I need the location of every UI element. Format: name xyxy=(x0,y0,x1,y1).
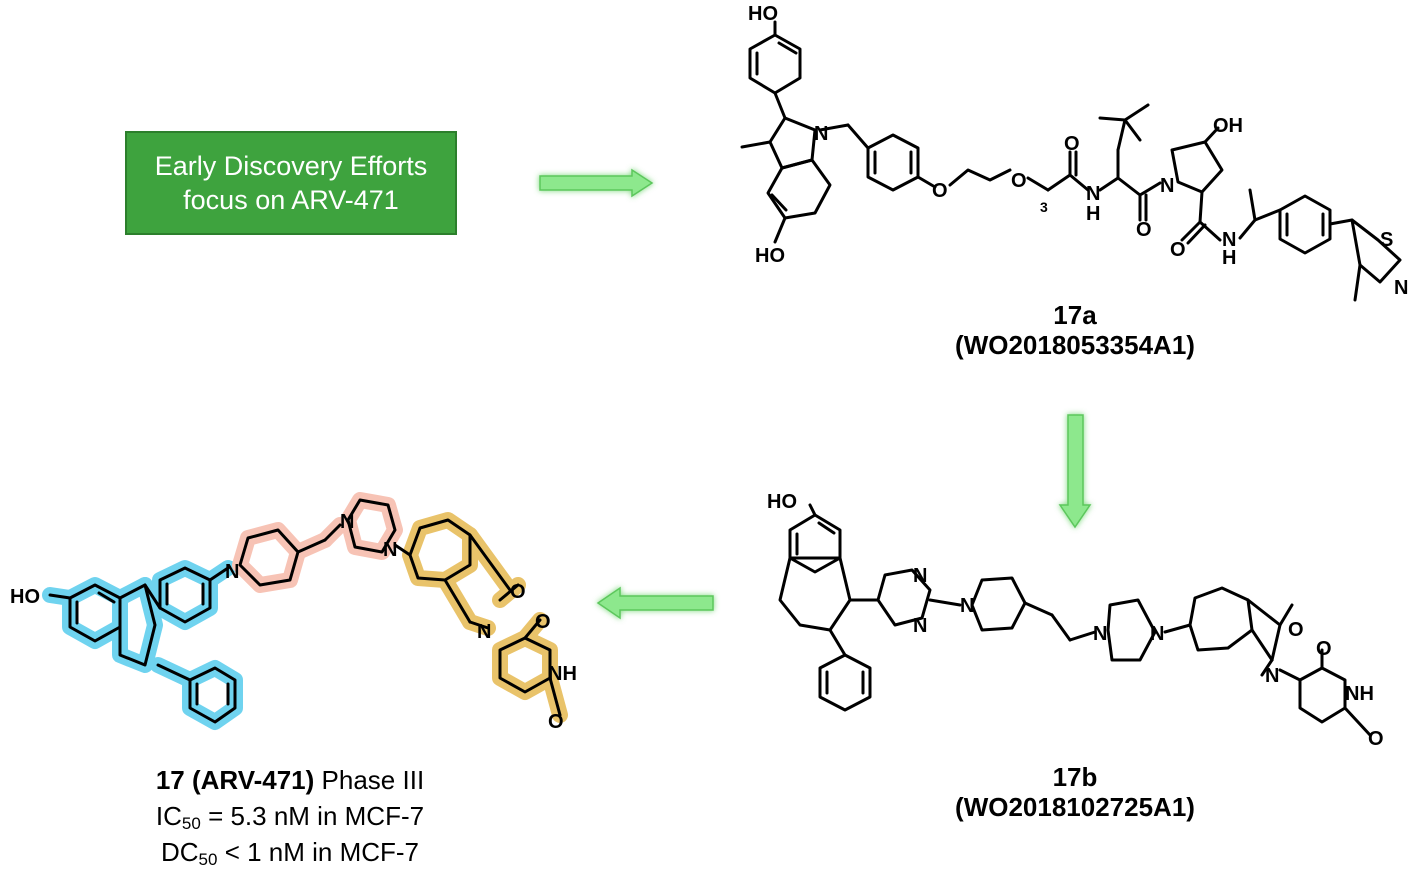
atom-nh-glut-17: NH xyxy=(548,663,577,685)
label-17b-name: 17b xyxy=(1052,762,1098,792)
box-line-1: Early Discovery Efforts xyxy=(154,151,428,181)
dc50-prefix: DC xyxy=(160,837,199,867)
dc50-sub: 50 xyxy=(198,850,218,869)
box-line-2: focus on ARV-471 xyxy=(183,185,399,215)
atom-o-peg: O xyxy=(1011,170,1027,192)
label-17-ic50: IC50 = 5.3 nM in MCF-7 xyxy=(90,798,490,834)
atom-n-piperazine-1: N xyxy=(1093,623,1107,645)
atom-ho-17a-bottom: HO xyxy=(755,245,785,267)
label-17b-patent: (WO2018102725A1) xyxy=(955,792,1195,822)
atom-o-glut-1: O xyxy=(1316,638,1332,660)
atom-o-isoindolinone-17: O xyxy=(510,581,526,603)
atom-h-amide3: H xyxy=(1222,247,1236,269)
atom-oh-pyrrolidine: OH xyxy=(1213,115,1243,137)
atom-n-indole: N xyxy=(814,123,828,145)
atom-n-thiazole: N xyxy=(1394,277,1408,299)
arrow-right xyxy=(539,168,654,198)
label-17b: 17b (WO2018102725A1) xyxy=(920,762,1230,822)
atom-n-piperidine-17: N xyxy=(225,561,239,583)
label-17a-name: 17a xyxy=(1053,300,1097,330)
label-17a-patent: (WO2018053354A1) xyxy=(955,330,1195,360)
atom-n-piperidine: N xyxy=(960,595,974,617)
atom-nh-glut: NH xyxy=(1345,683,1374,705)
label-17-title-line: 17 (ARV-471) Phase III xyxy=(90,762,490,798)
atom-n-pyrrolidine: N xyxy=(1160,175,1174,197)
atom-o-glut-17-1: O xyxy=(535,611,551,633)
label-17a: 17a (WO2018053354A1) xyxy=(920,300,1230,360)
dc50-value: < 1 nM in MCF-7 xyxy=(224,837,420,867)
atom-o-amide1: O xyxy=(1064,133,1080,155)
arrow-left xyxy=(596,586,714,620)
atom-o-amide2: O xyxy=(1136,219,1152,241)
atom-o-ether: O xyxy=(932,180,948,202)
structure-17b xyxy=(778,503,1372,737)
atoms-17: HO N N N O N O NH O xyxy=(10,511,577,733)
atom-o-glut-17-2: O xyxy=(548,711,564,733)
structure-17a xyxy=(740,20,1402,302)
highlights-17 xyxy=(42,492,568,730)
atom-o-amide3: O xyxy=(1170,239,1186,261)
atom-n-isoindolinone: N xyxy=(1265,665,1279,687)
ic50-sub: 50 xyxy=(181,814,201,833)
atom-ho-17a-top: HO xyxy=(748,3,778,25)
structure-17 xyxy=(48,498,562,724)
atom-sub3: 3 xyxy=(1040,199,1048,215)
atom-s-thiazole: S xyxy=(1380,229,1393,251)
ic50-value: = 5.3 nM in MCF-7 xyxy=(208,801,425,831)
atom-n-pyrimidine-1: N xyxy=(913,565,927,587)
label-17: 17 (ARV-471) Phase III IC50 = 5.3 nM in … xyxy=(90,762,490,870)
atoms-17b: HO N N N N N O N O NH O xyxy=(767,491,1384,750)
atom-o-glut-2: O xyxy=(1368,728,1384,750)
atom-n-amide3: N xyxy=(1222,229,1236,251)
arrow-down xyxy=(1058,414,1092,529)
label-17-name: 17 (ARV-471) xyxy=(155,765,315,795)
early-discovery-box: Early Discovery Efforts focus on ARV-471 xyxy=(125,131,457,235)
label-17-phase: Phase III xyxy=(321,765,425,795)
atoms-17a: HO HO N O O 3 O N H O N OH O N H S N xyxy=(748,3,1408,299)
atom-n-pyrimidine-2: N xyxy=(913,615,927,637)
atom-n-piperazine-2: N xyxy=(1150,623,1164,645)
atom-n-piperazine-17-2: N xyxy=(383,539,397,561)
atom-h-amide1: H xyxy=(1086,203,1100,225)
atom-n-amide1: N xyxy=(1086,183,1100,205)
atom-n-isoindolinone-17: N xyxy=(477,621,491,643)
atom-n-piperazine-17-1: N xyxy=(340,511,354,533)
atom-o-isoindolinone: O xyxy=(1288,619,1304,641)
atom-ho-17b: HO xyxy=(767,491,797,513)
atom-ho-17: HO xyxy=(10,586,40,608)
label-17-dc50: DC50 < 1 nM in MCF-7 xyxy=(90,834,490,870)
ic50-prefix: IC xyxy=(155,801,182,831)
